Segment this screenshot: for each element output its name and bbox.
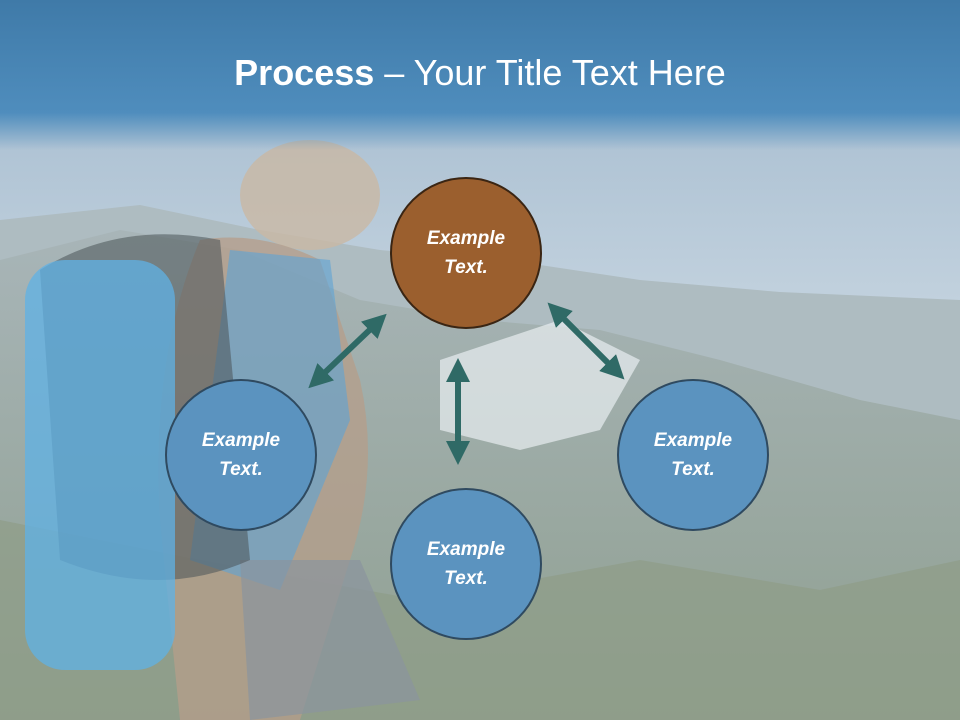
process-node-bottom: Example Text. [390, 488, 542, 640]
node-bottom-line2: Text. [444, 568, 488, 589]
node-top-line2: Text. [444, 257, 488, 278]
process-node-top: Example Text. [390, 177, 542, 329]
title-rest-part: – Your Title Text Here [374, 52, 726, 93]
node-left-line2: Text. [219, 459, 263, 480]
node-bottom-line1: Example [426, 539, 506, 560]
node-top-line1: Example [426, 228, 506, 249]
title-bold-part: Process [234, 52, 375, 93]
process-node-right: Example Text. [617, 379, 769, 531]
node-right-line2: Text. [671, 459, 715, 480]
slide-title: Process – Your Title Text Here [0, 52, 960, 94]
process-node-left: Example Text. [165, 379, 317, 531]
node-right-line1: Example [653, 430, 733, 451]
arrow-top-right [547, 302, 625, 380]
arrow-top-left [308, 313, 387, 389]
node-left-line1: Example [201, 430, 281, 451]
